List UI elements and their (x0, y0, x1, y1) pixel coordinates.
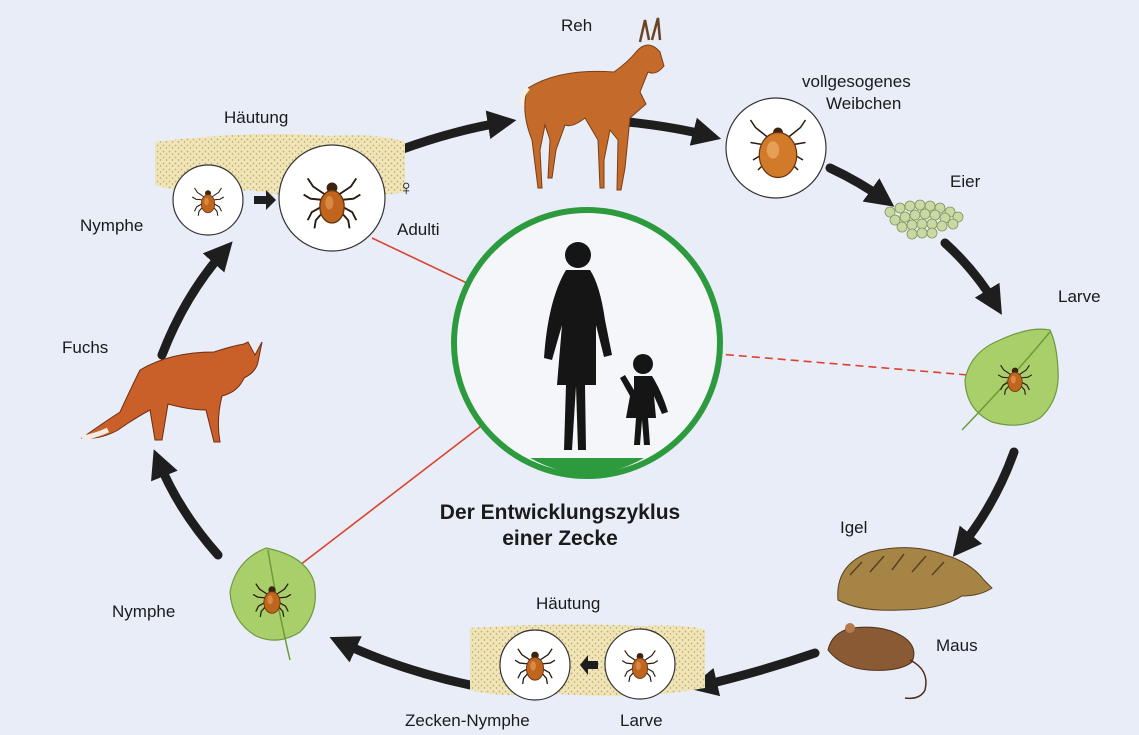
mouse-illustration (828, 623, 926, 698)
label-fuchs: Fuchs (62, 338, 108, 358)
label-eier: Eier (950, 172, 980, 192)
soil-strip-bottom (470, 624, 705, 700)
title-line1: Der Entwicklungszyklus (380, 500, 740, 526)
arrow-nymphe-to-fuchs (158, 460, 218, 555)
arrow-haeutung-to-reh (400, 122, 505, 150)
label-weibchen-line2: Weibchen (826, 94, 901, 114)
arrow-larve-to-igel (960, 452, 1014, 548)
label-igel: Igel (840, 518, 867, 538)
label-maus: Maus (936, 636, 978, 656)
arrow-maus-to-larve (700, 653, 815, 686)
label-weibchen-line1: vollgesogenes (802, 72, 911, 92)
arrow-fuchs-to-nymphe (162, 250, 225, 355)
deer-illustration (522, 18, 664, 190)
diagram-title: Der Entwicklungszyklus einer Zecke (380, 500, 740, 552)
hedgehog-illustration (838, 548, 992, 611)
label-reh: Reh (561, 16, 592, 36)
label-haeutung-bottom: Häutung (536, 594, 600, 614)
arrow-haeutung-to-nymphe (340, 642, 470, 685)
soil-strip-top (155, 134, 405, 251)
title-line2: einer Zecke (380, 526, 740, 552)
arrow-reh-to-weibchen (628, 122, 710, 136)
label-zecken-nymphe: Zecken-Nymphe (405, 711, 530, 731)
label-adulti: Adulti (397, 220, 440, 240)
label-nymphe-top: Nymphe (80, 216, 143, 236)
eggs-cluster (885, 200, 963, 239)
label-haeutung-top: Häutung (224, 108, 288, 128)
leaf-with-larva (962, 329, 1058, 430)
engorged-female-circle (726, 98, 826, 198)
human-circle (454, 210, 720, 476)
leaf-with-nymph (230, 548, 315, 660)
label-larve-bottom: Larve (620, 711, 663, 731)
fox-illustration (82, 342, 262, 442)
female-symbol: ♀ (398, 178, 415, 198)
arrow-larve-to-human (683, 351, 980, 376)
label-nymphe-left: Nymphe (112, 602, 175, 622)
label-larve-right: Larve (1058, 287, 1101, 307)
arrow-weibchen-to-eier (830, 168, 885, 200)
arrow-eier-to-larve (945, 243, 996, 305)
